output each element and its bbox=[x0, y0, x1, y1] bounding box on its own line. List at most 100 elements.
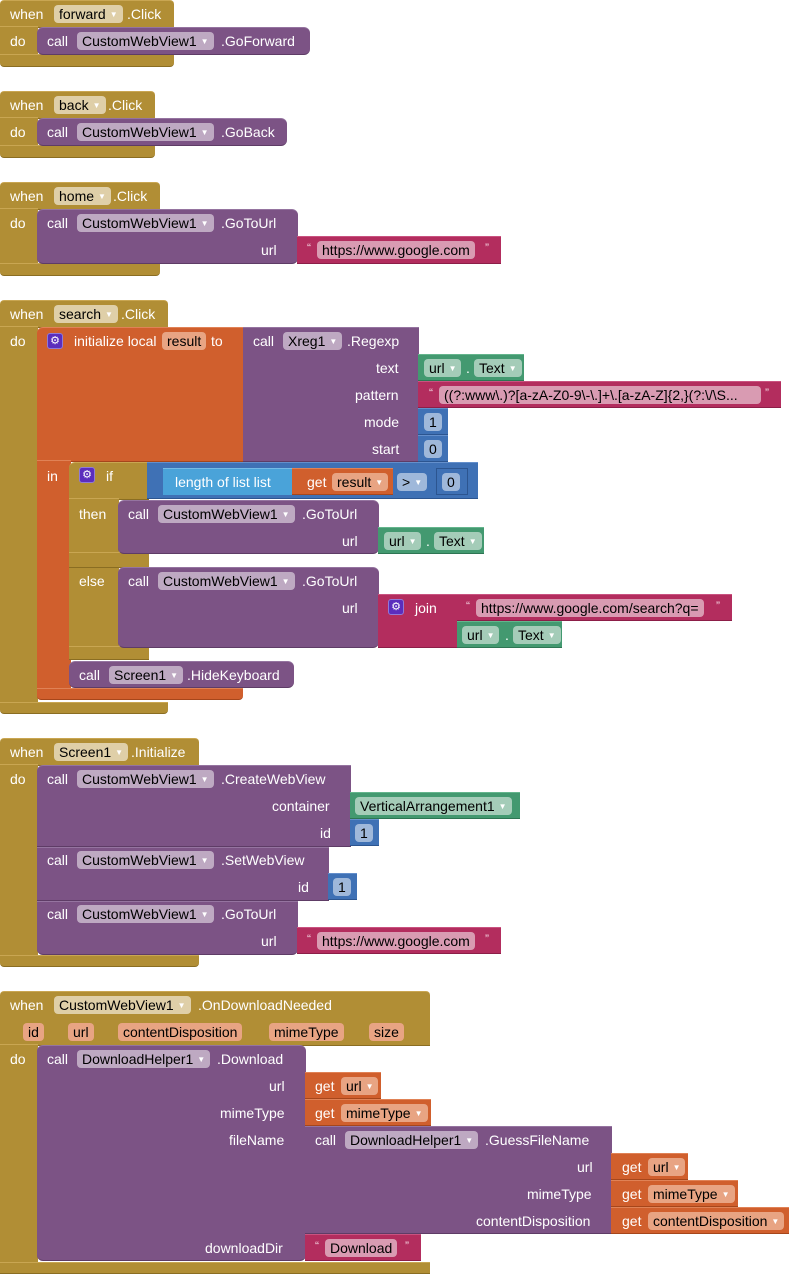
component-dropdown[interactable]: VerticalArrangement1▼ bbox=[355, 797, 512, 815]
mutator-gear-icon[interactable]: ⚙ bbox=[79, 467, 95, 483]
component-dropdown[interactable]: DownloadHelper1▼ bbox=[77, 1050, 211, 1068]
dropdown-value: url bbox=[429, 360, 445, 376]
component-dropdown[interactable]: CustomWebView1▼ bbox=[77, 905, 214, 923]
chevron-down-icon: ▼ bbox=[200, 775, 209, 784]
when-label: when bbox=[10, 97, 44, 113]
variable-dropdown[interactable]: mimeType▼ bbox=[341, 1104, 428, 1122]
component-dropdown[interactable]: CustomWebView1▼ bbox=[158, 505, 295, 523]
property-dropdown[interactable]: Text▼ bbox=[434, 532, 482, 550]
join-label: join bbox=[415, 600, 437, 616]
to-label: to bbox=[211, 333, 223, 349]
event-block-footer bbox=[0, 1262, 430, 1274]
method-name: .HideKeyboard bbox=[187, 667, 280, 683]
close-quote-icon: ” bbox=[485, 932, 489, 946]
text-field-url[interactable]: https://www.google.com bbox=[317, 932, 475, 950]
arg-label-pattern: pattern bbox=[355, 387, 399, 403]
dropdown-value: url bbox=[389, 533, 405, 549]
event-block-body bbox=[0, 26, 38, 56]
call-label: call bbox=[47, 771, 69, 787]
component-dropdown[interactable]: url▼ bbox=[424, 359, 462, 377]
local-variable-name[interactable]: result bbox=[162, 332, 207, 350]
event-param-id[interactable]: id bbox=[23, 1023, 44, 1041]
chevron-down-icon: ▼ bbox=[468, 537, 477, 546]
if-block-mid bbox=[69, 552, 149, 568]
get-label: get bbox=[622, 1186, 642, 1202]
component-dropdown-back[interactable]: back▼ bbox=[54, 96, 106, 114]
variable-dropdown[interactable]: url▼ bbox=[341, 1077, 379, 1095]
chevron-down-icon: ▼ bbox=[200, 37, 209, 46]
dot-label: . bbox=[426, 533, 430, 549]
number-field-start[interactable]: 0 bbox=[424, 440, 442, 458]
chevron-down-icon: ▼ bbox=[498, 802, 507, 811]
then-label: then bbox=[79, 506, 107, 522]
arg-label-start: start bbox=[372, 441, 400, 457]
operator-dropdown[interactable]: >▼ bbox=[397, 473, 428, 491]
method-name: .Regexp bbox=[347, 333, 400, 349]
variable-dropdown[interactable]: mimeType▼ bbox=[648, 1185, 735, 1203]
component-dropdown-forward[interactable]: forward▼ bbox=[54, 5, 123, 23]
method-name: .GoToUrl bbox=[221, 906, 277, 922]
variable-dropdown[interactable]: url▼ bbox=[648, 1158, 686, 1176]
property-dropdown[interactable]: Text▼ bbox=[474, 359, 522, 377]
text-field-download-dir[interactable]: Download bbox=[325, 1239, 398, 1257]
variable-dropdown[interactable]: contentDisposition▼ bbox=[648, 1212, 785, 1230]
call-label: call bbox=[253, 333, 275, 349]
chevron-down-icon: ▼ bbox=[200, 910, 209, 919]
length-of-list-block[interactable] bbox=[163, 468, 293, 495]
component-dropdown[interactable]: CustomWebView1▼ bbox=[77, 123, 214, 141]
chevron-down-icon: ▼ bbox=[486, 631, 495, 640]
number-field-id[interactable]: 1 bbox=[355, 824, 373, 842]
dropdown-value: CustomWebView1 bbox=[82, 852, 197, 868]
component-dropdown[interactable]: url▼ bbox=[384, 532, 422, 550]
dropdown-value: Screen1 bbox=[114, 667, 167, 683]
get-label: get bbox=[622, 1159, 642, 1175]
dropdown-value: Xreg1 bbox=[288, 333, 326, 349]
event-param-mimetype[interactable]: mimeType bbox=[269, 1023, 344, 1041]
component-dropdown-screen1[interactable]: Screen1▼ bbox=[54, 743, 129, 761]
component-dropdown-home[interactable]: home▼ bbox=[54, 187, 111, 205]
open-quote-icon: “ bbox=[307, 932, 311, 946]
event-block-footer bbox=[0, 54, 174, 67]
event-param-contentdisposition[interactable]: contentDisposition bbox=[118, 1023, 243, 1041]
event-block-footer bbox=[0, 145, 155, 158]
do-label: do bbox=[10, 215, 26, 231]
text-field-search-url[interactable]: https://www.google.com/search?q= bbox=[476, 599, 704, 617]
dropdown-value: mimeType bbox=[346, 1105, 411, 1121]
component-dropdown[interactable]: CustomWebView1▼ bbox=[77, 32, 214, 50]
component-dropdown[interactable]: CustomWebView1▼ bbox=[77, 770, 214, 788]
component-dropdown[interactable]: url▼ bbox=[462, 626, 500, 644]
number-field-mode[interactable]: 1 bbox=[424, 413, 442, 431]
component-dropdown[interactable]: DownloadHelper1▼ bbox=[345, 1131, 479, 1149]
component-dropdown[interactable]: Screen1▼ bbox=[109, 666, 184, 684]
chevron-down-icon: ▼ bbox=[281, 510, 290, 519]
chevron-down-icon: ▼ bbox=[177, 1001, 186, 1010]
if-label: if bbox=[106, 468, 113, 484]
text-field-pattern[interactable]: ((?:www\.)?[a-zA-Z0-9\-\.]+\.[a-zA-Z]{2,… bbox=[439, 386, 761, 404]
close-quote-icon: ” bbox=[765, 386, 769, 400]
event-param-url[interactable]: url bbox=[68, 1023, 94, 1041]
dropdown-value: forward bbox=[59, 6, 106, 22]
component-dropdown[interactable]: CustomWebView1▼ bbox=[77, 851, 214, 869]
call-label: call bbox=[47, 906, 69, 922]
mutator-gear-icon[interactable]: ⚙ bbox=[388, 599, 404, 615]
number-field-id[interactable]: 1 bbox=[333, 878, 351, 896]
component-dropdown[interactable]: CustomWebView1▼ bbox=[158, 572, 295, 590]
number-field-compare[interactable]: 0 bbox=[442, 473, 460, 491]
component-dropdown[interactable]: CustomWebView1▼ bbox=[54, 996, 191, 1014]
dropdown-value: Text bbox=[479, 360, 505, 376]
call-label: call bbox=[128, 506, 150, 522]
method-name: .GoBack bbox=[221, 124, 275, 140]
event-param-size[interactable]: size bbox=[369, 1023, 404, 1041]
call-label: call bbox=[315, 1132, 337, 1148]
text-field-url[interactable]: https://www.google.com bbox=[317, 241, 475, 259]
open-quote-icon: “ bbox=[307, 241, 311, 255]
call-block-download[interactable] bbox=[37, 1045, 306, 1261]
variable-dropdown[interactable]: result▼ bbox=[332, 473, 389, 491]
event-block-body bbox=[0, 1044, 38, 1264]
component-dropdown[interactable]: Xreg1▼ bbox=[283, 332, 343, 350]
mutator-gear-icon[interactable]: ⚙ bbox=[47, 333, 63, 349]
component-dropdown-search[interactable]: search▼ bbox=[54, 305, 118, 323]
component-dropdown[interactable]: CustomWebView1▼ bbox=[77, 214, 214, 232]
initialize-local-block[interactable] bbox=[37, 327, 244, 462]
property-dropdown[interactable]: Text▼ bbox=[513, 626, 561, 644]
